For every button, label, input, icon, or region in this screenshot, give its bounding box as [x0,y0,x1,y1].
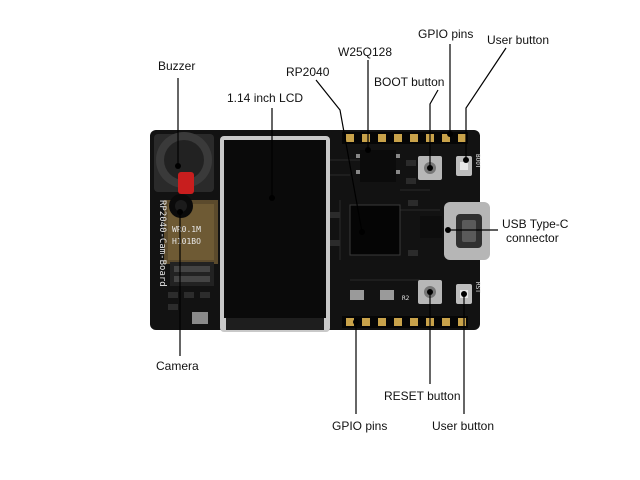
camera-silk-2: H101BO [172,237,201,246]
label-boot-button: BOOT button [374,75,444,89]
board-silkscreen-name: RP2040-Cam-Board [157,200,167,287]
label-user-button-bottom: User button [432,419,494,433]
rst-silk: RST [474,282,481,293]
rp2040-chip [349,204,401,256]
smd-components-left [168,292,210,324]
label-reset-button: RESET button [384,389,461,403]
boot-silk: BOOT [474,154,481,169]
label-gpio-bottom: GPIO pins [332,419,387,433]
usb-c-connector [444,202,490,260]
label-rp2040: RP2040 [286,65,330,79]
label-camera: Camera [156,359,199,373]
label-user-button-top: User button [487,33,549,47]
buzzer-component [154,132,214,194]
label-buzzer: Buzzer [158,59,195,73]
label-flash: W25Q128 [338,45,392,59]
camera-silk-1: WR0.1M [172,225,201,234]
r2-silk: R2 [402,295,410,302]
leader-lines [175,44,507,414]
label-gpio-top: GPIO pins [418,27,473,41]
flash-chip [356,150,400,182]
callout-labels: Buzzer 1.14 inch LCD RP2040 W25Q128 GPIO… [156,27,569,433]
label-lcd: 1.14 inch LCD [227,91,303,105]
camera-module: WR0.1M H101BO [164,194,218,286]
label-usb-line2: connector [506,231,559,245]
label-usb-line1: USB Type-C [502,217,569,231]
gpio-header-bottom [342,316,468,328]
smd-components-right [330,160,442,300]
gpio-header-top [342,132,468,144]
lcd-screen [220,136,330,332]
